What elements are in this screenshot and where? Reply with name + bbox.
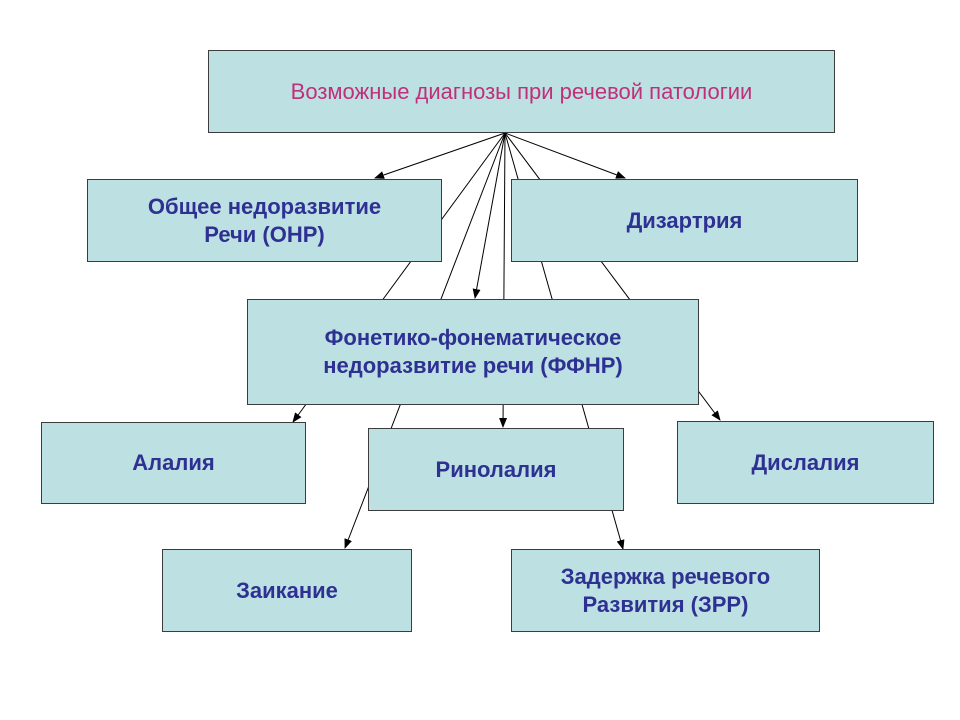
rhinolalia-node: Ринолалия [368,428,624,511]
alalia-node: Алалия [41,422,306,504]
stuttering-node: Заикание [162,549,412,632]
zrr-node: Задержка речевого Развития (ЗРР) [511,549,820,632]
arrow-to-ffnr [472,132,506,299]
root-node: Возможные диагнозы при речевой патологии [208,50,835,133]
dyslalia-node: Дислалия [677,421,934,504]
arrow-to-onr [374,132,506,179]
onr-node: Общее недоразвитие Речи (ОНР) [87,179,442,262]
dysarthria-node: Дизартрия [511,179,858,262]
ffnr-node: Фонетико-фонематическое недоразвитие реч… [247,299,699,405]
arrow-to-dysarthria [504,132,626,179]
